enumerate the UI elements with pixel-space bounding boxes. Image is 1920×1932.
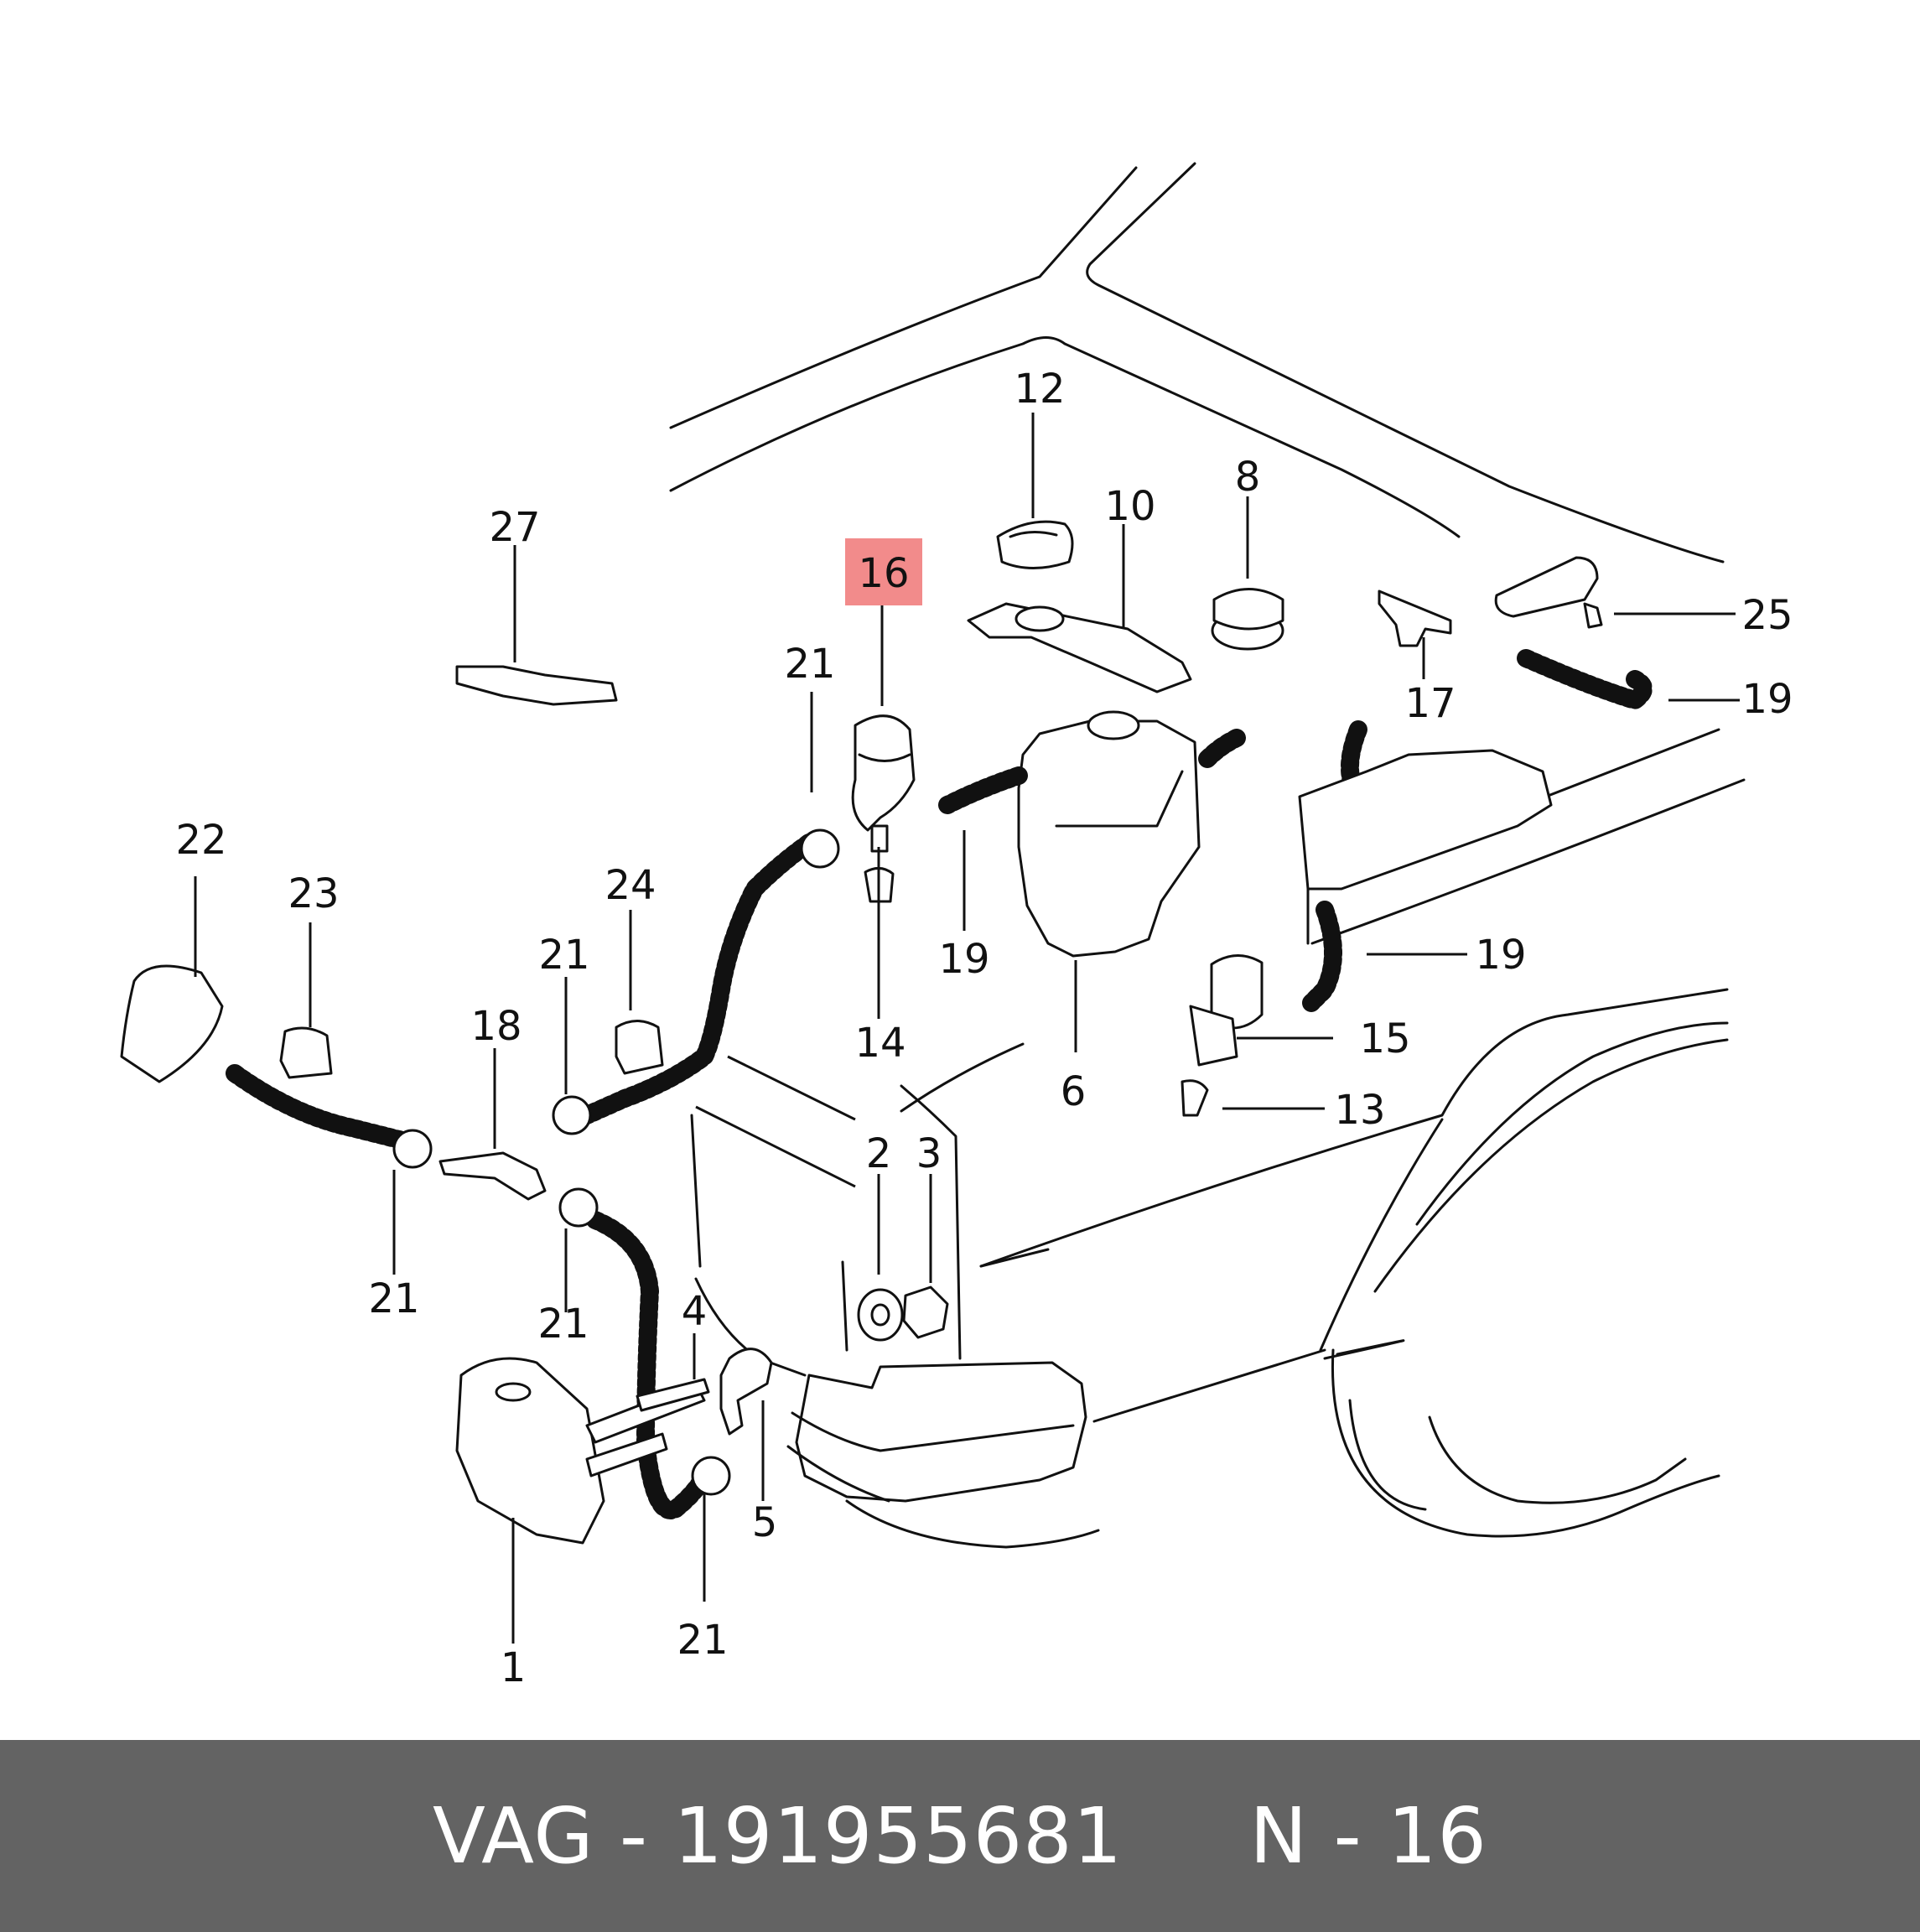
part-10-bracket bbox=[967, 602, 1192, 693]
part-5-elbow bbox=[719, 1348, 773, 1436]
callout-23: 23 bbox=[288, 870, 339, 917]
callout-3: 3 bbox=[916, 1130, 942, 1177]
callout-21-pump: 21 bbox=[784, 641, 835, 688]
part-19-hose-lower bbox=[1298, 720, 1553, 1012]
callout-14: 14 bbox=[854, 1020, 906, 1067]
callout-21-mid: 21 bbox=[538, 932, 589, 979]
footer-banner: VAG - 191955681 N - 16 bbox=[0, 1740, 1920, 1932]
callout-1: 1 bbox=[501, 1644, 527, 1691]
callout-27: 27 bbox=[489, 504, 540, 551]
callout-15: 15 bbox=[1359, 1015, 1410, 1062]
callout-25: 25 bbox=[1741, 592, 1793, 639]
car-body-outline bbox=[669, 162, 1746, 1549]
part-2-washer bbox=[857, 1288, 904, 1342]
callout-16-highlight bbox=[845, 538, 922, 605]
callout-19-tank: 19 bbox=[938, 936, 989, 983]
part-16-washer-pump bbox=[851, 714, 916, 853]
part-6-reservoir bbox=[938, 710, 1246, 958]
part-12-filler-cap bbox=[996, 520, 1074, 569]
part-18-connector bbox=[438, 1151, 547, 1201]
callout-4: 4 bbox=[682, 1288, 708, 1335]
callout-13: 13 bbox=[1334, 1087, 1385, 1134]
part-3-nut bbox=[902, 1285, 949, 1339]
part-22-clip bbox=[120, 964, 224, 1083]
part-8-cap-seal bbox=[1211, 588, 1284, 651]
part-17-t-piece bbox=[1378, 589, 1452, 647]
callout-6: 6 bbox=[1061, 1068, 1087, 1115]
callout-22: 22 bbox=[175, 817, 226, 864]
callout-12: 12 bbox=[1014, 366, 1065, 413]
callout-2: 2 bbox=[866, 1130, 892, 1177]
footer-part-number: VAG - 191955681 N - 16 bbox=[433, 1791, 1487, 1881]
callout-8: 8 bbox=[1235, 454, 1261, 501]
callout-16: 16 bbox=[858, 550, 909, 597]
leader-lines bbox=[194, 413, 1740, 1644]
callout-18: 18 bbox=[470, 1003, 522, 1050]
callout-21-bottom: 21 bbox=[677, 1617, 728, 1664]
callout-19-upper: 19 bbox=[1741, 676, 1793, 723]
callout-17: 17 bbox=[1404, 680, 1456, 727]
callout-5: 5 bbox=[752, 1499, 778, 1546]
part-4-pin bbox=[636, 1378, 710, 1412]
callout-19-right: 19 bbox=[1475, 932, 1526, 979]
part-13-grommet bbox=[1181, 1079, 1209, 1117]
part-24-clip bbox=[615, 1020, 664, 1075]
part-23-clip bbox=[279, 1026, 333, 1079]
part-15-pump bbox=[1189, 954, 1264, 1067]
parts-diagram: 12 10 8 27 16 21 25 17 19 22 23 24 19 19… bbox=[120, 162, 1793, 1691]
part-21-clamps bbox=[392, 828, 840, 1496]
callout-labels: 12 10 8 27 16 21 25 17 19 22 23 24 19 19… bbox=[175, 366, 1793, 1691]
callout-21-left: 21 bbox=[368, 1275, 419, 1322]
callout-21-lower: 21 bbox=[537, 1301, 589, 1348]
part-19-hose-upper bbox=[1517, 649, 1653, 711]
callout-10: 10 bbox=[1104, 483, 1155, 530]
callout-24: 24 bbox=[605, 862, 656, 909]
part-25-washer-jet bbox=[1494, 556, 1603, 629]
part-27-plug bbox=[455, 665, 618, 706]
